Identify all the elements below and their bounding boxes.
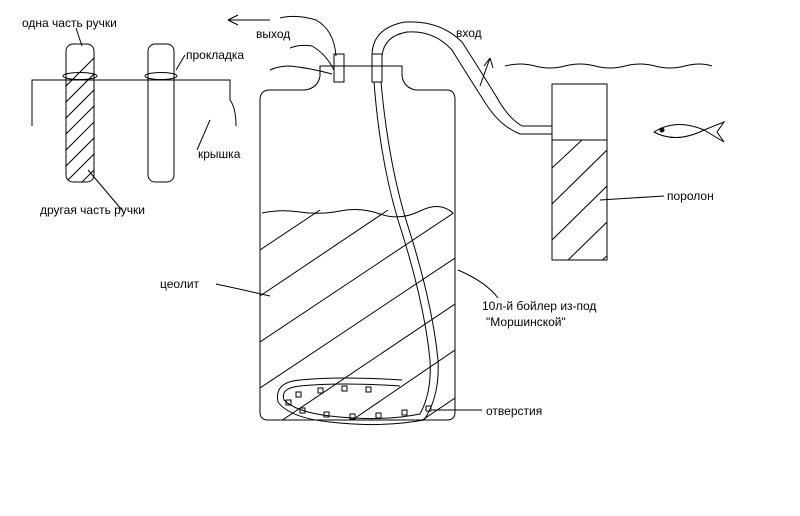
label-boiler-line1: 10л-й бойлер из-под: [482, 299, 596, 313]
boiler-outline: [259, 65, 456, 421]
label-handle-part-other: другая часть ручки: [40, 203, 145, 217]
lid-outline: [31, 79, 237, 127]
handle-part-plain: [147, 43, 175, 183]
label-gasket: прокладка: [186, 48, 244, 62]
fish-icon: [653, 120, 726, 143]
label-foam: поролон: [667, 189, 714, 203]
filter-body: [551, 83, 608, 261]
foam-hatching: [552, 140, 607, 260]
zeolite-level: [261, 206, 454, 218]
gasket-two: [144, 72, 178, 80]
lid-detail: [31, 27, 237, 211]
zeolite-hatching: [260, 210, 455, 420]
label-outlet: выход: [256, 27, 290, 41]
water-surface: [479, 57, 713, 87]
outlet-flow: [227, 14, 337, 75]
inlet-tube: [371, 53, 383, 83]
label-inlet: вход: [456, 26, 482, 40]
leader-lines: [215, 269, 499, 411]
handle-part-one: [65, 43, 95, 183]
inlet-hose: [276, 21, 552, 426]
label-holes: отверстия: [486, 404, 542, 418]
label-zeolite: цеолит: [160, 277, 200, 291]
label-handle-part-one: одна часть ручки: [22, 16, 117, 30]
label-boiler-line2: "Моршинской": [486, 315, 566, 329]
foam-filter: [551, 83, 665, 261]
outlet-tube: [333, 53, 345, 83]
gasket-one: [62, 72, 98, 80]
boiler-container: [259, 53, 456, 421]
label-lid: крышка: [198, 147, 241, 161]
